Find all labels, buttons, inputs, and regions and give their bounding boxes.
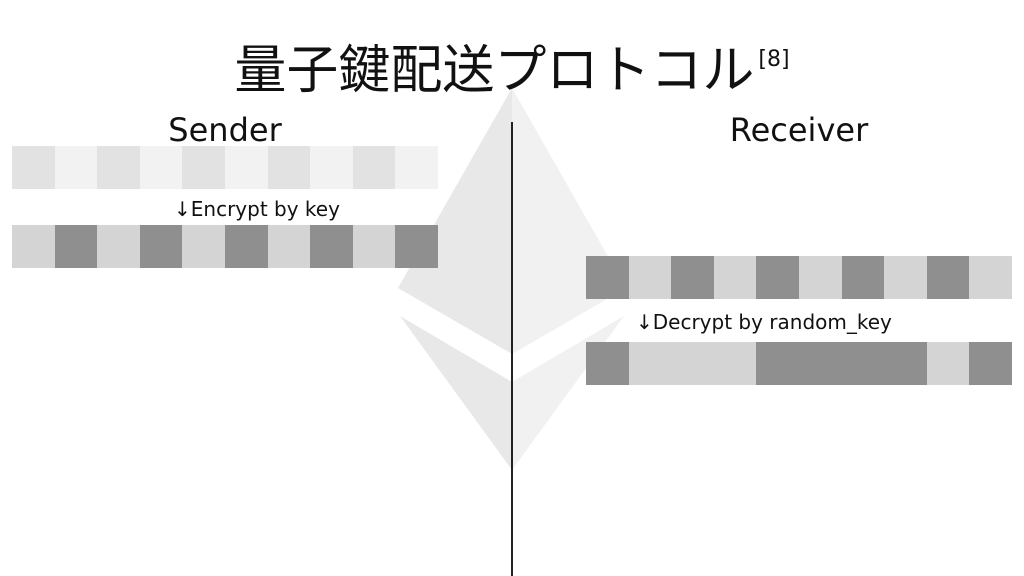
bit-cell [97,225,140,268]
bit-cell [714,342,756,385]
receiver-decrypted-row [586,342,1012,385]
bit-cell [268,225,310,268]
bit-cell [55,146,97,189]
bit-cell [629,256,671,299]
bit-cell [586,342,629,385]
bit-cell [55,225,97,268]
bit-cell [225,225,268,268]
bit-cell [927,256,969,299]
logo-lower-left-facet [400,316,512,470]
bit-cell [310,225,353,268]
bit-cell [353,225,395,268]
bit-cell [182,146,225,189]
bit-cell [927,342,969,385]
bit-cell [884,256,927,299]
sender-encrypted-row [12,225,438,268]
bit-cell [12,225,55,268]
bit-cell [714,256,756,299]
receiver-label: Receiver [729,111,869,149]
bit-cell [140,146,182,189]
citation-marker: [8] [758,47,790,72]
bit-cell [12,146,55,189]
bit-cell [395,146,438,189]
bit-cell [969,256,1012,299]
bit-cell [799,342,842,385]
bit-cell [884,342,927,385]
bit-cell [225,146,268,189]
bit-cell [969,342,1012,385]
receiver-received-row [586,256,1012,299]
bit-cell [97,146,140,189]
bit-cell [268,146,310,189]
bit-cell [140,225,182,268]
sender-plain-row [12,146,438,189]
bit-cell [756,342,799,385]
bit-cell [799,256,842,299]
bit-cell [842,256,884,299]
sender-label: Sender [168,111,282,149]
bit-cell [842,342,884,385]
bit-cell [310,146,353,189]
sender-step-caption: ↓Encrypt by key [174,197,340,221]
bit-cell [756,256,799,299]
bit-cell [182,225,225,268]
bit-cell [353,146,395,189]
bit-cell [586,256,629,299]
column-divider [511,122,513,576]
slide-title-text: 量子鍵配送プロトコル [234,41,755,101]
bit-cell [395,225,438,268]
bit-cell [629,342,671,385]
bit-cell [671,256,714,299]
logo-lower-right-facet [512,316,624,470]
bit-cell [671,342,714,385]
receiver-step-caption: ↓Decrypt by random_key [636,310,892,334]
slide-title: 量子鍵配送プロトコル[8] [0,22,1024,109]
